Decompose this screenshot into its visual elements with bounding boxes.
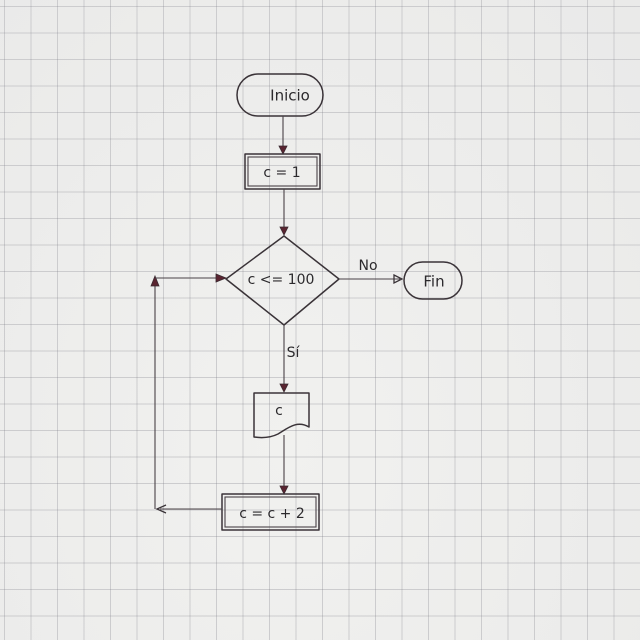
arrow-head-icon <box>278 145 288 155</box>
connector-init-to-decision <box>279 189 289 236</box>
output-document-label: c <box>275 403 283 419</box>
start-terminal-shape <box>236 73 324 117</box>
connector-output-to-increment <box>279 435 289 495</box>
init-process: c = 1 <box>244 153 321 190</box>
end-terminal: Fin <box>403 261 463 300</box>
arrow-head-icon <box>279 226 289 236</box>
end-terminal-label: Fin <box>423 273 444 291</box>
increment-process-shape <box>221 493 320 531</box>
connector-start-to-init <box>278 116 288 155</box>
increment-process-label: c = c + 2 <box>239 506 305 522</box>
output-document-shape <box>253 392 310 439</box>
decision-diamond: c <= 100 <box>225 235 340 326</box>
arrow-head-up-icon <box>150 274 160 287</box>
init-process-shape <box>244 153 321 190</box>
init-process-label: c = 1 <box>263 165 300 181</box>
start-terminal: Inicio <box>236 73 324 117</box>
start-terminal-label: Inicio <box>270 87 310 105</box>
increment-process-inner-shape <box>224 496 317 528</box>
no-branch-label: No <box>358 258 377 274</box>
init-process-inner-shape <box>247 156 318 187</box>
arrow-head-icon <box>279 485 289 495</box>
output-document: c <box>253 392 310 439</box>
open-arrow-head-icon <box>155 504 167 514</box>
open-arrow-head-icon <box>393 273 404 285</box>
yes-branch-label: Sí <box>287 345 301 361</box>
end-terminal-shape <box>403 261 463 300</box>
decision-condition-label: c <= 100 <box>248 272 315 288</box>
arrow-head-right-icon <box>215 273 228 283</box>
connector-decision-to-output: Sí <box>279 325 301 393</box>
connector-decision-to-end: No <box>339 258 404 285</box>
connector-loop-back <box>150 273 228 514</box>
arrow-head-icon <box>279 383 289 393</box>
increment-process: c = c + 2 <box>221 493 320 531</box>
